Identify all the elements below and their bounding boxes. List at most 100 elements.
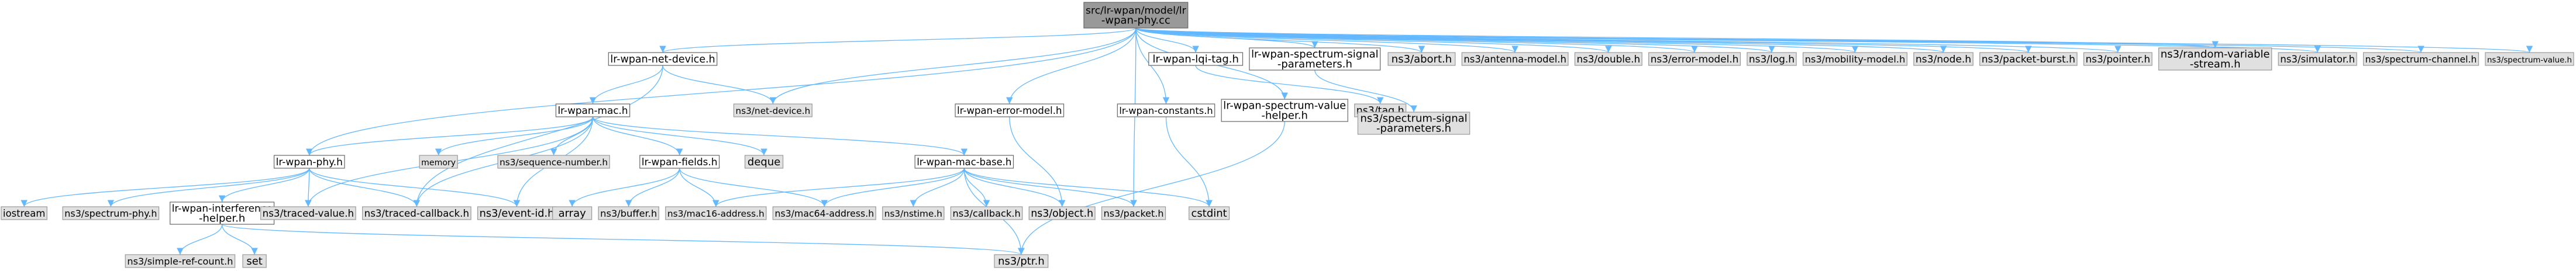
edge-macbase-to-callback	[963, 168, 990, 207]
node-simulator[interactable]: ns3/simulator.h	[2278, 52, 2357, 66]
node-specphy[interactable]: ns3/spectrum-phy.h	[62, 206, 160, 220]
node-interf[interactable]: lr-wpan-interference-helper.h	[170, 201, 275, 225]
node-buffer[interactable]: ns3/buffer.h	[598, 206, 659, 220]
node-label: array	[559, 207, 587, 220]
node-simplerefcount[interactable]: ns3/simple-ref-count.h	[125, 254, 236, 268]
node-label: ns3/log.h	[1749, 54, 1795, 65]
node-nssigparam[interactable]: ns3/spectrum-signal-parameters.h	[1357, 112, 1470, 135]
node-label: ns3/random-variable	[2161, 48, 2270, 61]
edge-mac-to-phy	[306, 116, 594, 156]
edge-phy-to-interf	[218, 168, 310, 203]
node-label: ns3/traced-value.h	[263, 207, 354, 219]
node-randvar[interactable]: ns3/random-variable-stream.h	[2158, 47, 2272, 71]
node-box	[1648, 52, 1741, 66]
node-set[interactable]: set	[242, 254, 267, 268]
edge-macbase-to-cstdint	[963, 168, 1213, 207]
node-box	[1913, 52, 1974, 66]
node-box	[950, 206, 1023, 220]
node-label: -stream.h	[2190, 58, 2241, 71]
node-nsnetdev[interactable]: ns3/net-device.h	[733, 103, 812, 117]
node-tracedval[interactable]: ns3/traced-value.h	[260, 206, 356, 220]
node-box	[273, 155, 345, 169]
node-lqitag[interactable]: lr-wpan-lqi-tag.h	[1148, 52, 1244, 66]
node-deque[interactable]: deque	[744, 155, 784, 169]
node-label: deque	[748, 156, 780, 168]
node-seqnum[interactable]: ns3/sequence-number.h	[497, 155, 610, 169]
node-antenna[interactable]: ns3/antenna-model.h	[1461, 52, 1569, 66]
node-label: ns3/callback.h	[952, 208, 1020, 219]
edge-macbase-to-mac16	[712, 168, 965, 207]
node-sigparam[interactable]: lr-wpan-spectrum-signal-parameters.h	[1249, 47, 1381, 71]
node-ptr[interactable]: ns3/ptr.h	[994, 254, 1049, 268]
node-box	[1387, 52, 1456, 66]
node-label: ns3/ptr.h	[998, 255, 1045, 267]
node-label: memory	[421, 158, 456, 168]
node-box	[608, 52, 718, 66]
node-memory[interactable]: memory	[419, 155, 458, 169]
edge-mac-to-deque	[592, 116, 767, 156]
edge-netdev-to-tracedcb	[413, 65, 663, 207]
node-mac[interactable]: lr-wpan-mac.h	[555, 103, 631, 117]
node-constants[interactable]: lr-wpan-constants.h	[1117, 103, 1215, 117]
node-box	[2158, 47, 2272, 71]
node-box	[242, 254, 267, 268]
node-iostream[interactable]: iostream	[1, 206, 47, 220]
node-double[interactable]: ns3/double.h	[1574, 52, 1642, 66]
node-callback[interactable]: ns3/callback.h	[950, 206, 1023, 220]
edge-mac-to-macbase	[592, 116, 968, 156]
node-log[interactable]: ns3/log.h	[1747, 52, 1797, 66]
node-packet[interactable]: ns3/packet.h	[1101, 206, 1166, 220]
edge-macbase-to-object	[963, 168, 1066, 207]
edge-fields-to-mac64	[679, 168, 828, 207]
node-errmodel[interactable]: ns3/error-model.h	[1648, 52, 1741, 66]
edge-root-to-specval	[1135, 27, 2532, 53]
edge-phy-to-tracedcb	[309, 168, 421, 207]
node-box	[62, 206, 160, 220]
node-pktburst[interactable]: ns3/packet-burst.h	[1979, 52, 2078, 66]
edge-netdev-to-nsnetdev	[662, 65, 777, 105]
node-box	[665, 206, 767, 220]
node-array[interactable]: array	[552, 206, 593, 220]
edge-lqitag-to-tag	[1195, 65, 1384, 105]
node-label: ns3/double.h	[1576, 53, 1640, 65]
node-phy[interactable]: lr-wpan-phy.h	[273, 155, 345, 169]
node-mobility[interactable]: ns3/mobility-model.h	[1802, 52, 1907, 66]
node-label: ns3/spectrum-value.h	[2487, 56, 2572, 65]
node-label: ns3/spectrum-signal	[1360, 113, 1467, 125]
node-cstdint[interactable]: cstdint	[1189, 206, 1230, 220]
edge-root-to-abort	[1135, 27, 1425, 53]
edge-interf-to-set	[222, 224, 258, 255]
node-object[interactable]: ns3/object.h	[1028, 206, 1096, 220]
node-mac16[interactable]: ns3/mac16-address.h	[665, 206, 767, 220]
node-node[interactable]: ns3/node.h	[1913, 52, 1974, 66]
node-box	[994, 254, 1049, 268]
node-box	[1747, 52, 1797, 66]
node-label: ns3/buffer.h	[600, 208, 657, 219]
node-abort[interactable]: ns3/abort.h	[1387, 52, 1456, 66]
edge-errmodelh-to-object	[1009, 116, 1066, 207]
node-box	[1083, 2, 1189, 29]
node-box	[598, 206, 659, 220]
node-eventid[interactable]: ns3/event-id.h	[477, 206, 557, 220]
node-errmodelh[interactable]: lr-wpan-error-model.h	[955, 103, 1065, 117]
edge-phy-to-tracedval	[305, 168, 312, 207]
node-label: lr-wpan-mac.h	[558, 105, 628, 116]
node-fields[interactable]: lr-wpan-fields.h	[639, 155, 720, 169]
node-box	[552, 206, 593, 220]
node-mac64[interactable]: ns3/mac64-address.h	[772, 206, 876, 220]
node-netdev[interactable]: lr-wpan-net-device.h	[608, 52, 718, 66]
node-macbase[interactable]: lr-wpan-mac-base.h	[914, 155, 1014, 169]
node-box	[914, 155, 1014, 169]
edge-fields-to-array	[569, 168, 680, 207]
node-specvalhelper[interactable]: lr-wpan-spectrum-value-helper.h	[1221, 99, 1348, 122]
node-label: src/lr-wpan/model/lr	[1086, 5, 1187, 17]
node-tracedcb[interactable]: ns3/traced-callback.h	[362, 206, 471, 220]
node-label: ns3/traced-callback.h	[364, 208, 469, 219]
node-root[interactable]: src/lr-wpan/model/lr-wpan-phy.cc	[1083, 2, 1189, 29]
node-box	[1357, 112, 1470, 135]
node-specchan[interactable]: ns3/spectrum-channel.h	[2363, 52, 2479, 66]
node-specval[interactable]: ns3/spectrum-value.h	[2485, 52, 2574, 66]
node-nstime[interactable]: ns3/nstime.h	[882, 206, 945, 220]
edge-phy-to-specphy	[107, 168, 310, 207]
node-pointer[interactable]: ns3/pointer.h	[2083, 52, 2153, 66]
